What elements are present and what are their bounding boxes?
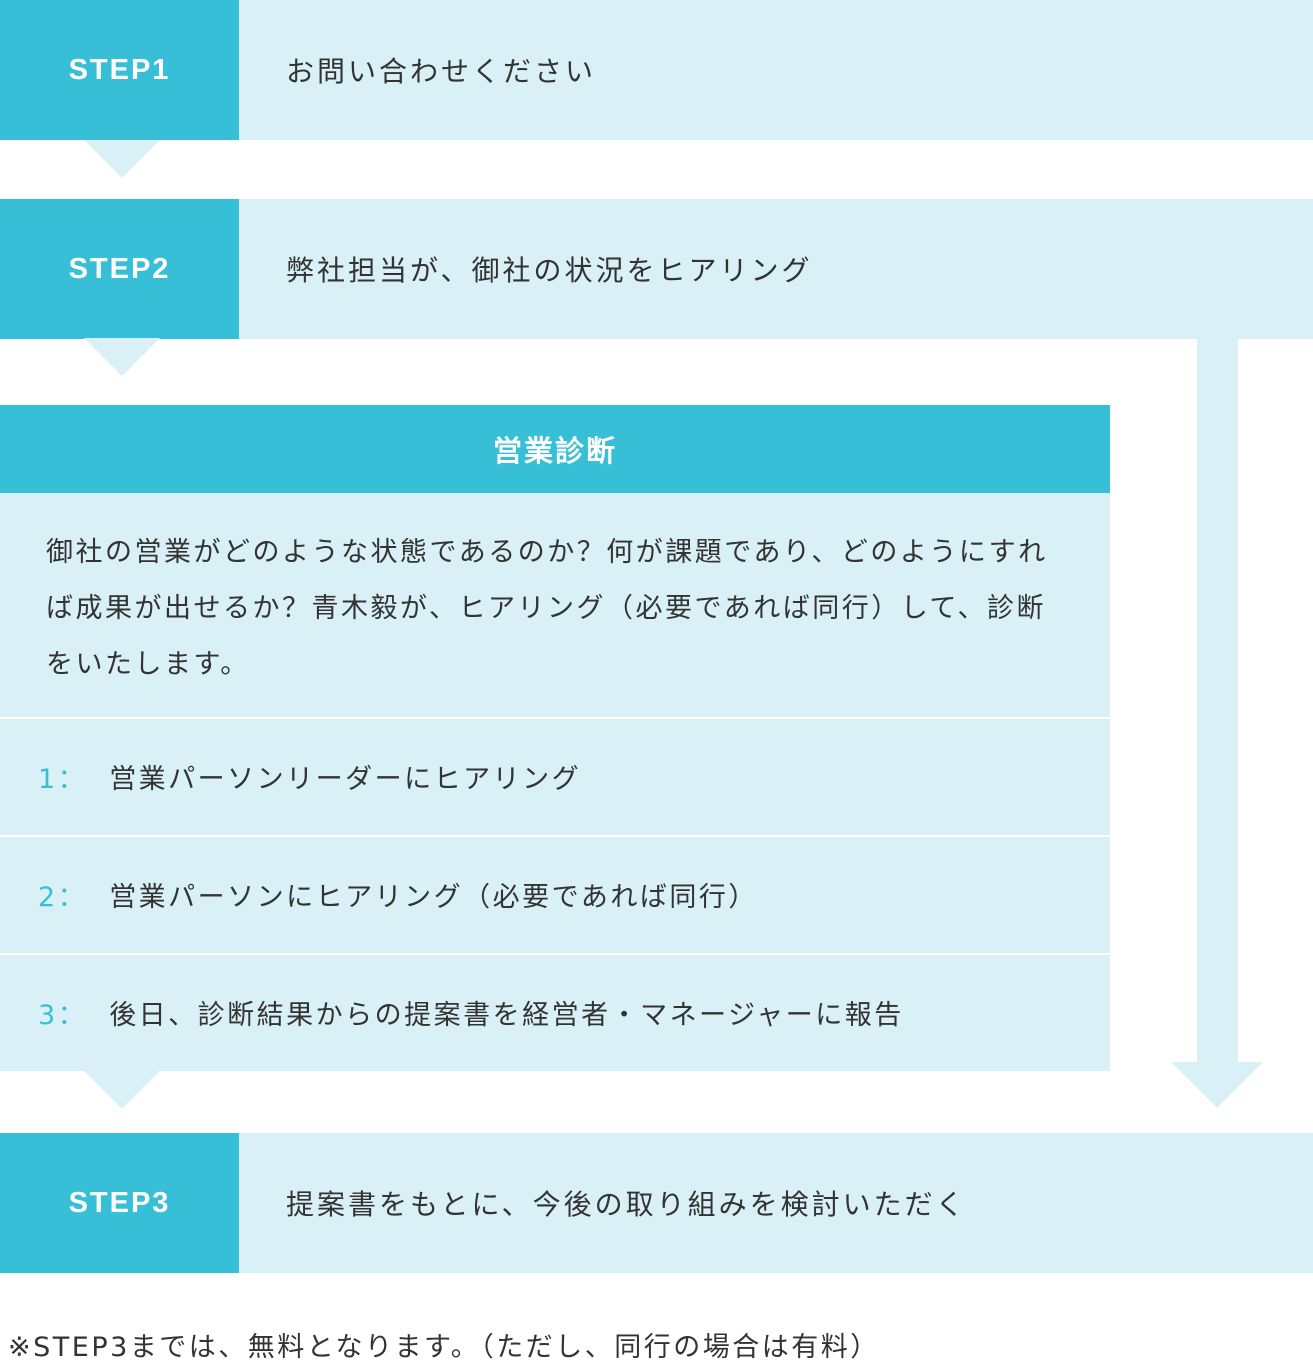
step-3-label: STEP3 xyxy=(0,1133,239,1273)
skip-arrow-icon xyxy=(1171,1062,1263,1108)
step-3-text: 提案書をもとに、今後の取り組みを検討いただく xyxy=(286,1188,967,1221)
item-number: 2： xyxy=(38,882,88,913)
item-number: 1： xyxy=(38,764,88,795)
step-2-label: STEP2 xyxy=(0,199,239,339)
diagnosis-box: 営業診断 御社の営業がどのような状態であるのか？何が課題であり、どのようにすれば… xyxy=(0,405,1110,1071)
diagnosis-item-2: 2： 営業パーソンにヒアリング（必要であれば同行） xyxy=(0,835,1110,952)
step-1-text: お問い合わせください xyxy=(286,55,597,88)
step-2: STEP2 弊社担当が、御社の状況をヒアリング xyxy=(0,199,1313,339)
step-2-text: 弊社担当が、御社の状況をヒアリング xyxy=(286,254,813,287)
step-1-label: STEP1 xyxy=(0,0,239,140)
step-3: STEP3 提案書をもとに、今後の取り組みを検討いただく xyxy=(0,1133,1313,1273)
down-arrow-icon xyxy=(84,140,160,178)
item-number: 3： xyxy=(38,1000,88,1031)
item-text: 営業パーソンリーダーにヒアリング xyxy=(109,764,582,795)
skip-arrow-shaft xyxy=(1197,338,1238,1063)
item-text: 後日、診断結果からの提案書を経営者・マネージャーに報告 xyxy=(109,1000,904,1031)
diagnosis-item-3: 3： 後日、診断結果からの提案書を経営者・マネージャーに報告 xyxy=(0,953,1110,1070)
down-arrow-icon xyxy=(84,1071,160,1109)
step-1: STEP1 お問い合わせください xyxy=(0,0,1313,140)
diagnosis-title: 営業診断 xyxy=(0,405,1110,493)
down-arrow-icon xyxy=(84,338,160,376)
item-text: 営業パーソンにヒアリング（必要であれば同行） xyxy=(109,882,758,913)
diagnosis-description: 御社の営業がどのような状態であるのか？何が課題であり、どのようにすれば成果が出せ… xyxy=(46,537,1048,680)
diagnosis-item-1: 1： 営業パーソンリーダーにヒアリング xyxy=(0,717,1110,834)
footnote: ※STEP3までは、無料となります。（ただし、同行の場合は有料） xyxy=(8,1332,880,1363)
